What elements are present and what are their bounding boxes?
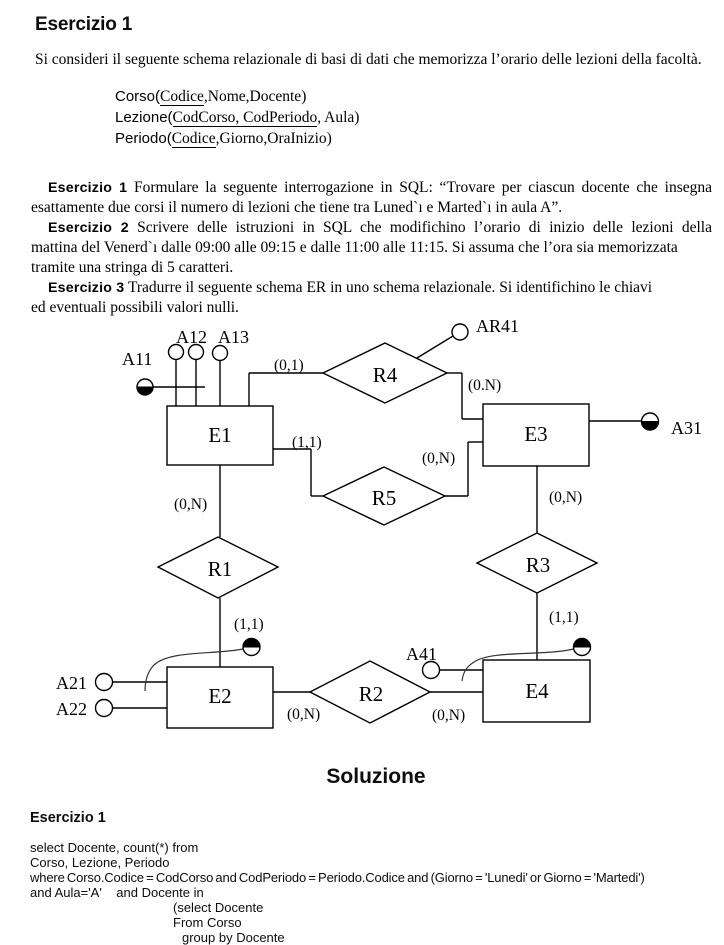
identifier-symbols	[136, 378, 660, 657]
attribute-ar41-circle	[451, 323, 469, 341]
intro-paragraph: Si consideri il seguente schema relazion…	[35, 51, 702, 68]
exercise-2-label: Esercizio 2	[48, 220, 129, 236]
sql-solution-block: select Docente, count(*) from Corso, Lez…	[30, 840, 645, 945]
attribute-ar41-label: AR41	[476, 316, 519, 336]
attribute-a11-label: A11	[122, 349, 152, 369]
exercise-1-label: Esercizio 1	[48, 180, 128, 196]
entity-e1-label: E1	[208, 423, 231, 447]
cardinality-e3-r3: (0,N)	[549, 489, 582, 506]
exercise-1-line-1: Esercizio 1 Formulare la seguente interr…	[31, 178, 712, 198]
schema-line-corso: Corso(Codice,Nome,Docente)	[115, 86, 359, 107]
relation-name: Periodo(	[115, 130, 172, 147]
cardinality-e3-r5: (0,N)	[422, 450, 455, 467]
attribute-labels: A11 A12 A13 AR41 A31 A21 A22 A41	[56, 316, 702, 719]
solution-heading: Soluzione	[326, 765, 426, 788]
e4-identifier-curve	[461, 648, 574, 682]
attribute-a41-label: A41	[406, 644, 437, 664]
exercise-3-label: Esercizio 3	[48, 280, 125, 296]
sql-line: (select Docente	[173, 900, 264, 915]
solution-exercise-heading: Esercizio 1	[30, 810, 106, 826]
sql-line: group by Docente	[182, 930, 285, 945]
exercise-2-text: Scrivere delle istruzioni in SQL che mod…	[137, 219, 712, 236]
relation-attrs: ,Nome,Docente)	[203, 88, 307, 105]
cardinality-e1-r4: (0,1)	[274, 357, 304, 374]
relationship-r3-label: R3	[526, 553, 551, 577]
relation-name: Lezione(	[115, 109, 173, 126]
sql-line: select Docente, count(*) from	[30, 840, 199, 855]
primary-key: Codice	[171, 130, 216, 148]
relationship-r5-label: R5	[372, 486, 397, 510]
attribute-a21-circle	[94, 672, 114, 692]
relationship-r3: R3	[475, 532, 599, 594]
cardinality-e4-r2: (0,N)	[432, 707, 465, 724]
schema-line-periodo: Periodo(Codice,Giorno,OraInizio)	[115, 128, 359, 149]
relational-schema-block: Corso(Codice,Nome,Docente) Lezione(CodCo…	[115, 86, 359, 149]
exercise-2-line-1: Esercizio 2 Scrivere delle istruzioni in…	[31, 218, 712, 238]
attribute-a21-label: A21	[56, 673, 87, 693]
relation-attrs: ,Giorno,OraInizio)	[215, 130, 332, 147]
relationship-r1: R1	[156, 536, 280, 599]
relationship-r1-label: R1	[208, 557, 233, 581]
attribute-a22-label: A22	[56, 699, 87, 719]
sql-line: Corso, Lezione, Periodo	[30, 855, 170, 870]
attribute-a22-circle	[94, 698, 114, 718]
exercise-2-line-2: mattina del Venerd`ı dalle 09:00 alle 09…	[31, 239, 678, 256]
exercise-3-line-1: Esercizio 3 Tradurre il seguente schema …	[31, 278, 712, 298]
relationship-r5: R5	[321, 466, 447, 526]
exercise-3-text: Tradurre il seguente schema ER in uno sc…	[127, 279, 653, 296]
attribute-a41-circle	[421, 660, 441, 680]
exercise-statements: Esercizio 1 Formulare la seguente interr…	[31, 178, 712, 318]
attribute-a11-circle	[167, 343, 185, 361]
relationship-r4: R4	[321, 342, 449, 404]
relationship-r4-label: R4	[373, 363, 398, 387]
entity-e3: E3	[482, 403, 590, 467]
relation-attrs: , Aula)	[317, 109, 360, 126]
e2-identifier-curve	[144, 648, 244, 692]
attribute-a12-circle	[187, 343, 205, 361]
relation-name: Corso(	[115, 88, 161, 105]
sql-line: From Corso	[173, 915, 242, 930]
entity-e4-label: E4	[525, 679, 549, 703]
cardinality-e1-r5: (1,1)	[292, 434, 322, 451]
cardinality-labels: (0,1) (0.N) (1,1) (0,N) (0,N) (0,N) (1,1…	[174, 357, 582, 724]
exercise-1-text: Formulare la seguente interrogazione in …	[133, 179, 712, 196]
exercise-3-line-2: ed eventuali possibili valori nulli.	[31, 299, 239, 316]
primary-key: Codice	[160, 88, 204, 106]
cardinality-e3-r4: (0.N)	[468, 377, 501, 394]
relationship-r2-label: R2	[359, 682, 384, 706]
attribute-a13-label: A13	[218, 327, 249, 347]
exercise-2-line-3: tramite una stringa di 5 caratteri.	[31, 259, 234, 276]
attribute-a12-label: A12	[176, 327, 207, 347]
cardinality-e2-r2: (0,N)	[287, 706, 320, 723]
diagram-connectors	[112, 335, 642, 709]
exercise-1-line-2: esattamente due corsi il numero di lezio…	[31, 199, 563, 216]
entity-e2: E2	[166, 666, 274, 729]
sql-line: where Corso.Codice = CodCorso and CodPer…	[30, 870, 645, 885]
attribute-circles	[94, 323, 469, 718]
cardinality-e4-r3: (1,1)	[549, 609, 579, 626]
primary-key: CodCorso, CodPeriodo	[172, 109, 318, 127]
relationship-r2: R2	[308, 660, 432, 724]
sql-line: and Aula='A' and Docente in	[30, 885, 204, 900]
entity-e1: E1	[166, 405, 274, 466]
schema-line-lezione: Lezione(CodCorso, CodPeriodo, Aula)	[115, 107, 359, 128]
cardinality-e2-r1: (1,1)	[234, 616, 264, 633]
cardinality-e1-r1: (0,N)	[174, 496, 207, 513]
entity-e4: E4	[482, 659, 591, 723]
attribute-a13-circle	[211, 344, 229, 362]
entity-e3-label: E3	[524, 422, 547, 446]
page-title: Esercizio 1	[35, 14, 133, 35]
entity-e2-label: E2	[208, 684, 231, 708]
attribute-a31-label: A31	[671, 418, 702, 438]
